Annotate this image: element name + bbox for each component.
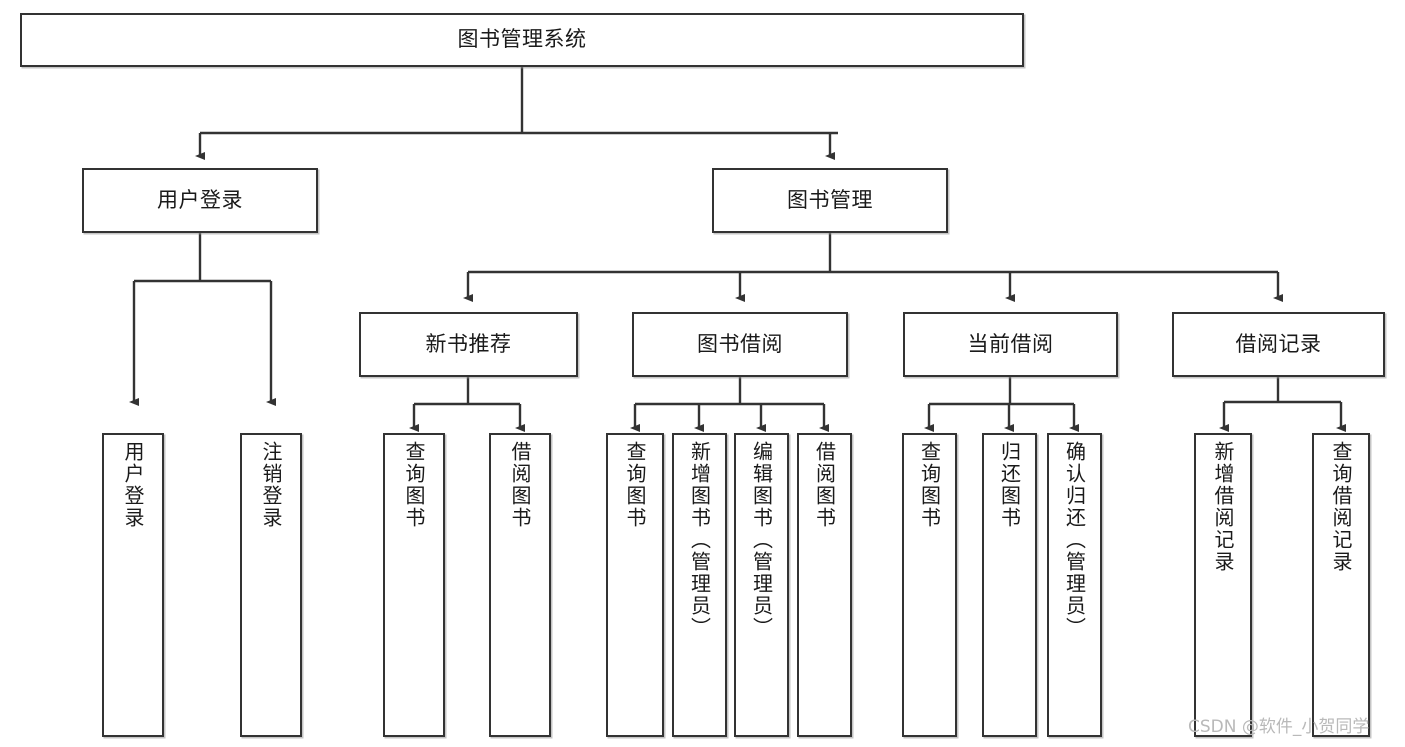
leaf-query-book-recommend[interactable]: 查询图书 — [383, 433, 445, 737]
node-borrowing-records[interactable]: 借阅记录 — [1172, 312, 1385, 377]
node-label: 图书借阅 — [697, 331, 783, 356]
node-label: 新增图书（管理员） — [687, 441, 712, 639]
node-label: 借阅记录 — [1235, 331, 1322, 356]
csdn-watermark: CSDN @软件_小贺同学 — [1188, 717, 1370, 737]
node-label: 注销登录 — [259, 441, 283, 529]
node-label: 确认归还（管理员） — [1062, 441, 1087, 639]
node-label: 用户登录 — [121, 441, 145, 529]
leaf-edit-book-admin[interactable]: 编辑图书（管理员） — [734, 433, 789, 737]
node-book-management[interactable]: 图书管理 — [712, 168, 948, 233]
leaf-borrow-book-borrowing[interactable]: 借阅图书 — [797, 433, 852, 737]
node-label: 借阅图书 — [812, 441, 837, 529]
node-user-login[interactable]: 用户登录 — [82, 168, 318, 233]
node-label: 当前借阅 — [967, 331, 1054, 356]
node-current-borrowing[interactable]: 当前借阅 — [903, 312, 1118, 377]
node-root-book-management-system[interactable]: 图书管理系统 — [20, 13, 1024, 67]
leaf-query-borrow-record[interactable]: 查询借阅记录 — [1312, 433, 1370, 737]
node-label: 图书管理 — [787, 187, 873, 212]
leaf-logout[interactable]: 注销登录 — [240, 433, 302, 737]
node-label: 编辑图书（管理员） — [749, 441, 774, 639]
node-book-borrowing[interactable]: 图书借阅 — [632, 312, 848, 377]
node-label: 图书管理系统 — [457, 27, 587, 52]
leaf-query-book-current[interactable]: 查询图书 — [902, 433, 957, 737]
node-label: 查询图书 — [623, 441, 647, 529]
node-label: 查询借阅记录 — [1329, 441, 1353, 573]
leaf-user-login[interactable]: 用户登录 — [102, 433, 164, 737]
leaf-query-book-borrowing[interactable]: 查询图书 — [606, 433, 664, 737]
node-label: 新书推荐 — [425, 331, 512, 356]
node-new-book-recommendation[interactable]: 新书推荐 — [359, 312, 578, 377]
node-label: 借阅图书 — [508, 441, 532, 529]
node-label: 新增借阅记录 — [1211, 441, 1235, 573]
leaf-confirm-return-admin[interactable]: 确认归还（管理员） — [1047, 433, 1102, 737]
node-label: 查询图书 — [917, 441, 942, 529]
node-label: 用户登录 — [157, 187, 243, 212]
node-label: 查询图书 — [402, 441, 426, 529]
leaf-add-book-admin[interactable]: 新增图书（管理员） — [672, 433, 727, 737]
leaf-return-book[interactable]: 归还图书 — [982, 433, 1037, 737]
node-label: 归还图书 — [997, 441, 1022, 529]
leaf-add-borrow-record[interactable]: 新增借阅记录 — [1194, 433, 1252, 737]
leaf-borrow-book-recommend[interactable]: 借阅图书 — [489, 433, 551, 737]
